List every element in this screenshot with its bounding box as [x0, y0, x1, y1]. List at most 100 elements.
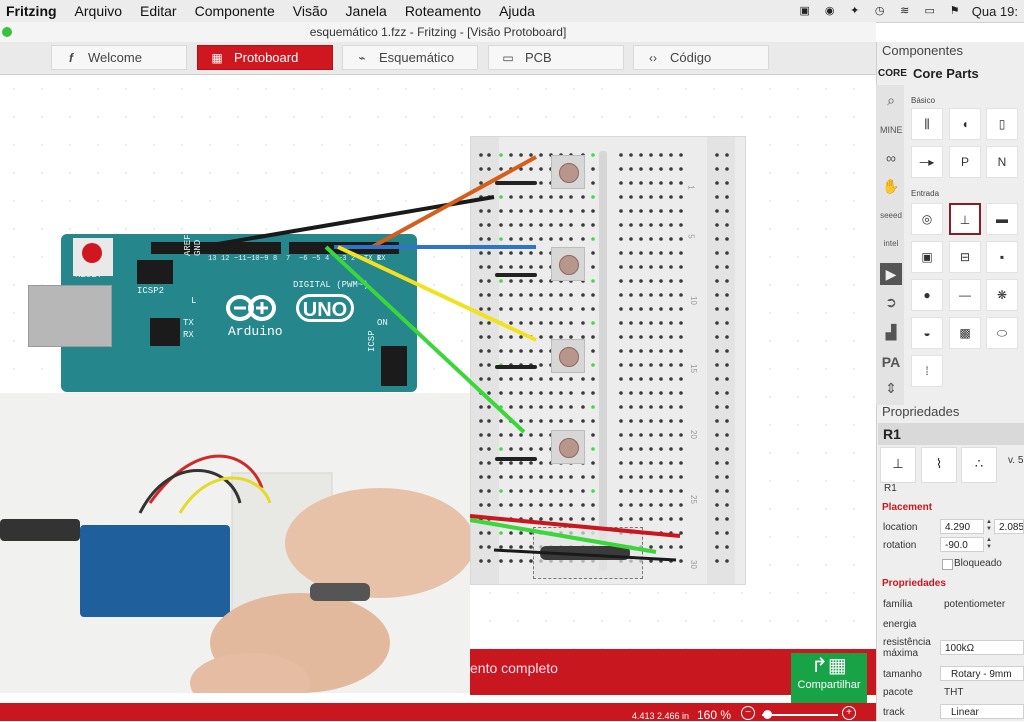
breadboard-hole[interactable] [659, 237, 663, 241]
breadboard-hole[interactable] [715, 489, 719, 493]
breadboard-hole[interactable] [715, 475, 719, 479]
flag-icon[interactable]: ⚑ [949, 5, 960, 17]
potentiometer-part[interactable]: ⊥ [949, 203, 981, 235]
breadboard-hole[interactable] [487, 279, 491, 283]
breadboard-hole[interactable] [509, 321, 513, 325]
breadboard-hole[interactable] [499, 167, 503, 171]
breadboard-hole[interactable] [509, 279, 513, 283]
breadboard-hole[interactable] [529, 475, 533, 479]
breadboard-hole[interactable] [519, 251, 523, 255]
breadboard-hole[interactable] [649, 377, 653, 381]
breadboard-hole[interactable] [649, 349, 653, 353]
breadboard-hole[interactable] [639, 321, 643, 325]
breadboard-hole[interactable] [619, 181, 623, 185]
breadboard-hole[interactable] [509, 545, 513, 549]
tilt-sensor-part[interactable]: ⬭ [986, 317, 1018, 349]
breadboard-hole[interactable] [725, 531, 729, 535]
breadboard-hole[interactable] [649, 237, 653, 241]
resistencia-field[interactable]: 100kΩ [940, 640, 1024, 655]
breadboard-hole[interactable] [725, 321, 729, 325]
breadboard-hole[interactable] [581, 335, 585, 339]
breadboard-hole[interactable] [499, 237, 503, 241]
breadboard-hole[interactable] [581, 517, 585, 521]
breadboard-hole[interactable] [529, 223, 533, 227]
breadboard-hole[interactable] [679, 223, 683, 227]
breadboard-hole[interactable] [659, 279, 663, 283]
breadboard-hole[interactable] [639, 489, 643, 493]
breadboard-hole[interactable] [591, 153, 595, 157]
pushbutton[interactable] [551, 430, 585, 464]
breadboard-hole[interactable] [581, 475, 585, 479]
breadboard-hole[interactable] [519, 419, 523, 423]
breadboard-hole[interactable] [629, 419, 633, 423]
pa-icon[interactable]: PA [881, 354, 901, 370]
breadboard-hole[interactable] [639, 195, 643, 199]
breadboard-hole[interactable] [539, 237, 543, 241]
breadboard-hole[interactable] [629, 181, 633, 185]
breadboard-hole[interactable] [669, 209, 673, 213]
breadboard-hole[interactable] [619, 433, 623, 437]
breadboard-hole[interactable] [715, 447, 719, 451]
breadboard-hole[interactable] [715, 377, 719, 381]
breadboard-hole[interactable] [487, 293, 491, 297]
tab-welcome[interactable]: f Welcome [51, 45, 187, 70]
breadboard-hole[interactable] [659, 251, 663, 255]
share-button[interactable]: ↱▦ Compartilhar [791, 653, 867, 705]
breadboard-hole[interactable] [669, 503, 673, 507]
breadboard-hole[interactable] [649, 405, 653, 409]
breadboard-hole[interactable] [659, 419, 663, 423]
breadboard-hole[interactable] [499, 153, 503, 157]
breadboard-hole[interactable] [659, 335, 663, 339]
breadboard-hole[interactable] [499, 531, 503, 535]
breadboard-hole[interactable] [669, 447, 673, 451]
breadboard-hole[interactable] [519, 153, 523, 157]
breadboard-hole[interactable] [619, 251, 623, 255]
breadboard-hole[interactable] [679, 237, 683, 241]
breadboard-hole[interactable] [649, 503, 653, 507]
breadboard-hole[interactable] [487, 405, 491, 409]
tab-protoboard[interactable]: ▦ Protoboard [197, 45, 333, 70]
breadboard-hole[interactable] [669, 545, 673, 549]
breadboard-hole[interactable] [659, 475, 663, 479]
tab-codigo[interactable]: ‹› Código [633, 45, 769, 70]
breadboard-hole[interactable] [539, 307, 543, 311]
breadboard-hole[interactable] [639, 265, 643, 269]
breadboard-hole[interactable] [619, 391, 623, 395]
breadboard-hole[interactable] [679, 167, 683, 171]
breadboard-hole[interactable] [519, 447, 523, 451]
breadboard-hole[interactable] [649, 209, 653, 213]
breadboard-hole[interactable] [569, 475, 573, 479]
breadboard-hole[interactable] [679, 209, 683, 213]
breadboard-hole[interactable] [499, 377, 503, 381]
breadboard-hole[interactable] [591, 363, 595, 367]
zoom-slider[interactable] [762, 714, 838, 716]
breadboard-hole[interactable] [679, 349, 683, 353]
breadboard-hole[interactable] [539, 419, 543, 423]
microphone-part[interactable]: ● [911, 279, 943, 311]
breadboard-hole[interactable] [649, 265, 653, 269]
zoom-out-icon[interactable]: − [741, 706, 755, 720]
breadboard-hole[interactable] [519, 167, 523, 171]
breadboard-hole[interactable] [669, 223, 673, 227]
app-menu[interactable]: Fritzing [6, 3, 57, 19]
menu-editar[interactable]: Editar [140, 3, 177, 19]
breadboard-hole[interactable] [649, 223, 653, 227]
breadboard-hole[interactable] [679, 377, 683, 381]
breadboard-hole[interactable] [479, 293, 483, 297]
breadboard-hole[interactable] [479, 237, 483, 241]
breadboard-hole[interactable] [659, 209, 663, 213]
breadboard-hole[interactable] [649, 321, 653, 325]
breadboard-hole[interactable] [649, 363, 653, 367]
breadboard-hole[interactable] [529, 293, 533, 297]
breadboard-hole[interactable] [487, 209, 491, 213]
breadboard-hole[interactable] [669, 195, 673, 199]
breadboard-hole[interactable] [509, 377, 513, 381]
breadboard-hole[interactable] [549, 377, 553, 381]
breadboard-hole[interactable] [639, 181, 643, 185]
breadboard-hole[interactable] [649, 391, 653, 395]
breadboard-hole[interactable] [591, 335, 595, 339]
wifi-icon[interactable]: ≋ [900, 5, 910, 17]
breadboard-hole[interactable] [539, 321, 543, 325]
breadboard-hole[interactable] [669, 251, 673, 255]
breadboard-hole[interactable] [715, 265, 719, 269]
